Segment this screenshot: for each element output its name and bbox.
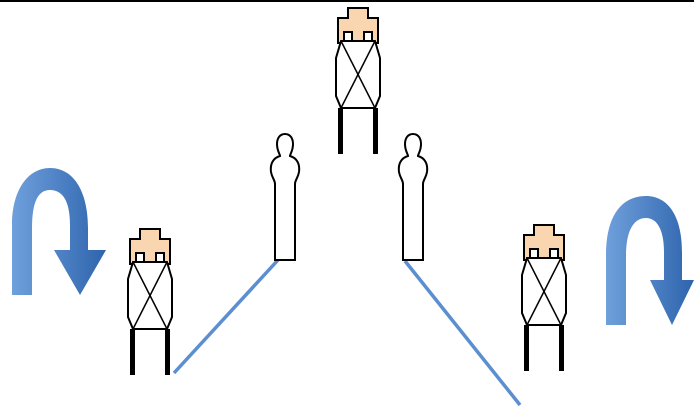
right-connection-line <box>403 259 522 407</box>
left-rotation-arrow-icon <box>12 168 106 295</box>
right-rotation-arrow-icon <box>606 196 694 325</box>
left-connection-line <box>172 258 280 375</box>
left-robot <box>127 228 173 376</box>
left-person <box>269 133 301 261</box>
right-robot <box>521 224 567 372</box>
center-robot <box>335 7 381 155</box>
right-person <box>397 133 429 261</box>
